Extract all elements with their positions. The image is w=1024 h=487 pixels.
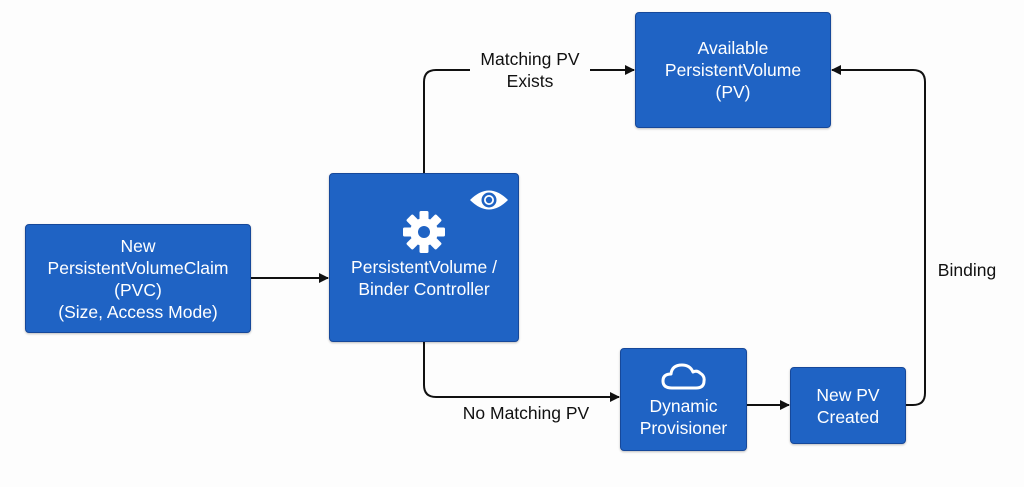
node-available-pv[interactable]: Available PersistentVolume (PV) xyxy=(635,12,831,128)
node-binder-controller-label: PersistentVolume / Binder Controller xyxy=(351,257,497,299)
edge-new-pv-to-available-pv xyxy=(831,65,926,406)
edge-label-matching-pv-exists: Matching PV Exists xyxy=(470,48,590,92)
edge-label-binding: Binding xyxy=(937,260,997,280)
cloud-icon xyxy=(661,363,706,390)
node-new-pvc-label: New PersistentVolumeClaim (PVC) (Size, A… xyxy=(47,235,229,322)
node-available-pv-label: Available PersistentVolume (PV) xyxy=(664,38,802,102)
edge-controller-to-available-pv xyxy=(423,65,635,173)
edge-controller-to-provisioner xyxy=(423,341,620,402)
eye-icon[interactable] xyxy=(468,187,510,213)
gear-icon xyxy=(403,211,445,253)
node-binder-controller[interactable]: PersistentVolume / Binder Controller xyxy=(329,173,519,342)
node-new-pv-created-label: New PV Created xyxy=(816,384,880,427)
node-new-pv-created[interactable]: New PV Created xyxy=(790,367,906,444)
edge-label-no-matching-pv: No Matching PV xyxy=(462,403,590,423)
node-new-pvc[interactable]: New PersistentVolumeClaim (PVC) (Size, A… xyxy=(25,224,251,333)
node-dynamic-provisioner-label: Dynamic Provisioner xyxy=(639,396,728,438)
node-dynamic-provisioner[interactable]: Dynamic Provisioner xyxy=(620,348,747,451)
